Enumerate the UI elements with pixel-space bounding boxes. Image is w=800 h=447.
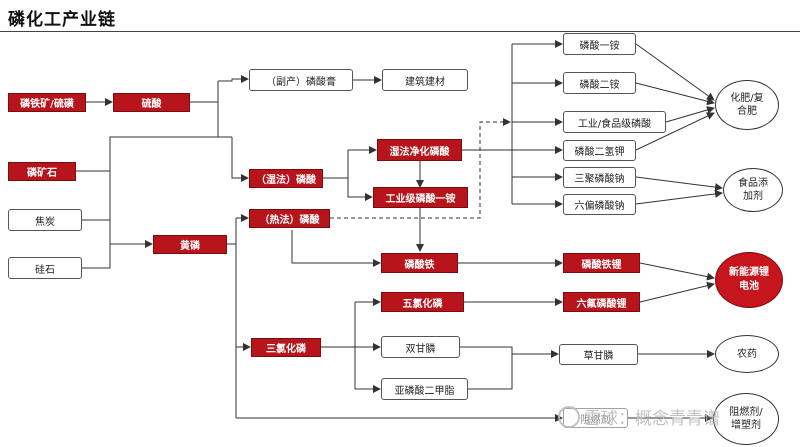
node-phosphate-rock: 磷矿石 xyxy=(8,162,76,181)
oval-food-additive: 食品添加剂 xyxy=(723,168,783,212)
node-wet-phosphoric: （湿法）磷酸 xyxy=(249,169,323,188)
oval-new-energy: 新能源锂电池 xyxy=(715,252,783,308)
node-industrial-map: 工业级磷酸一铵 xyxy=(373,187,468,208)
node-yellow-phosphorus: 黄磷 xyxy=(153,235,227,254)
node-mkp: 磷酸二氢钾 xyxy=(563,140,636,161)
node-sulfuric-acid: 硫酸 xyxy=(113,93,190,112)
oval-fertilizer: 化肥/复合肥 xyxy=(715,80,779,130)
oval-flame-retardant: 阻燃剂/增塑剂 xyxy=(713,393,779,445)
watermark: 雪球：概念青青谱 xyxy=(558,404,720,429)
node-phosphogypsum: （副产）磷酸膏 xyxy=(249,69,353,91)
node-pcl3: 三氯化磷 xyxy=(251,338,321,357)
node-dap: 磷酸二铵 xyxy=(563,72,636,94)
node-map: 磷酸一铵 xyxy=(563,33,636,55)
node-shmp: 六偏磷酸钠 xyxy=(563,194,636,215)
node-lipf6: 六氟磷酸锂 xyxy=(563,292,640,312)
watermark-logo-icon xyxy=(558,405,580,428)
node-glyphosate-product: 草甘膦 xyxy=(559,344,638,365)
watermark-text: 雪球：概念青青谱 xyxy=(584,409,720,429)
node-iron-phosphate: 磷酸铁 xyxy=(381,253,458,273)
oval-pesticide: 农药 xyxy=(715,335,779,373)
title-divider xyxy=(0,31,800,32)
node-coke: 焦炭 xyxy=(8,209,82,231)
node-glyphosate-intermediate: 双甘膦 xyxy=(381,336,460,358)
node-dimethyl-phosphite: 亚磷酸二甲脂 xyxy=(381,378,468,400)
node-wet-purified: 湿法净化磷酸 xyxy=(377,139,462,161)
node-thermal-phosphoric: （热法）磷酸 xyxy=(249,209,330,228)
page-title: 磷化工产业链 xyxy=(8,10,116,30)
node-pcl5: 五氯化磷 xyxy=(381,292,464,312)
node-stpp: 三聚磷酸钠 xyxy=(563,167,636,188)
node-building-materials: 建筑建材 xyxy=(382,69,468,91)
node-lfp: 磷酸铁锂 xyxy=(563,253,640,273)
node-silica: 硅石 xyxy=(8,257,82,279)
node-food-grade: 工业/食品级磷酸 xyxy=(563,111,666,133)
node-phos-iron-ore: 磷铁矿/硫磺 xyxy=(8,93,86,112)
